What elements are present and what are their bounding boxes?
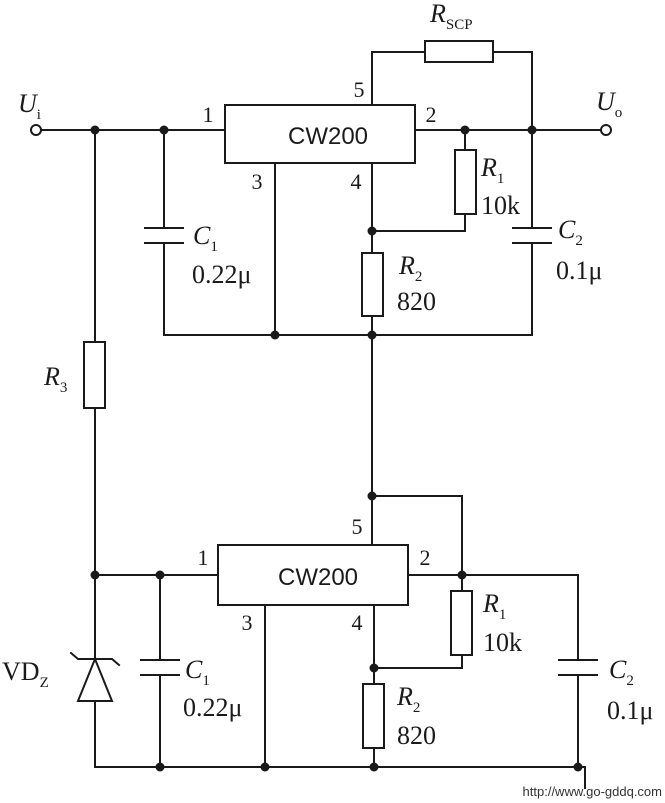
top-c1-value: 0.22μ (192, 260, 251, 289)
r3-label: R3 (43, 362, 67, 396)
bottom-ic-body (217, 544, 409, 606)
top-ic: CW200 (224, 104, 416, 164)
input-terminal-icon (30, 124, 42, 136)
rscp-resistor-icon (424, 40, 494, 63)
bottom-r2-label: R2 (396, 682, 420, 716)
output-voltage-label: Uo (596, 87, 622, 121)
bottom-c1-value: 0.22μ (183, 693, 242, 722)
top-pin-1: 1 (203, 102, 214, 127)
zener-diode-icon (69, 651, 121, 702)
bottom-c2-value: 0.1μ (607, 696, 653, 725)
top-c2-value: 0.1μ (556, 256, 602, 285)
vdz-label: VDZ (2, 657, 49, 691)
top-pin-5: 5 (354, 77, 365, 102)
bottom-pin-5: 5 (352, 514, 363, 539)
bottom-ic-label: CW200 (278, 564, 358, 591)
bottom-pin-2: 2 (420, 545, 431, 570)
bottom-c1-label: C1 (185, 655, 210, 689)
bottom-r2-value: 820 (397, 721, 436, 750)
bottom-c2-label: C2 (609, 655, 634, 689)
top-pin-4: 4 (351, 169, 362, 194)
bottom-c2-capacitor-icon (558, 659, 598, 676)
top-r1-value: 10k (481, 191, 520, 220)
bottom-pin-4: 4 (352, 610, 363, 635)
top-r2-value: 820 (397, 287, 436, 316)
top-pin-2: 2 (426, 102, 437, 127)
bottom-r1-value: 10k (483, 628, 522, 657)
rscp-label: RSCP (429, 0, 473, 33)
bottom-c1-capacitor-icon (140, 659, 180, 676)
top-c1-capacitor-icon (144, 227, 184, 244)
top-r1-resistor-icon (454, 149, 477, 215)
bottom-r2-resistor-icon (362, 683, 385, 749)
bottom-r1-resistor-icon (450, 590, 473, 656)
output-terminal-icon (600, 124, 612, 136)
top-r2-resistor-icon (361, 252, 384, 317)
wires (39, 51, 603, 789)
input-voltage-label: Ui (18, 89, 41, 123)
top-ic-body (224, 104, 416, 164)
r3-resistor-icon (83, 341, 106, 409)
top-ic-label: CW200 (288, 123, 368, 150)
top-c2-capacitor-icon (512, 227, 552, 244)
watermark-url: http://www.go-gddq.com (523, 784, 662, 799)
top-r2-label: R2 (398, 251, 422, 285)
top-pin-3: 3 (252, 169, 263, 194)
top-c2-label: C2 (558, 215, 583, 249)
bottom-pin-3: 3 (242, 610, 253, 635)
bottom-r1-label: R1 (482, 589, 506, 623)
bottom-ic: CW200 (217, 544, 409, 606)
top-c1-label: C1 (193, 221, 218, 255)
top-r1-label: R1 (480, 153, 504, 187)
bottom-pin-1: 1 (198, 545, 209, 570)
junction-dots (90, 125, 583, 772)
